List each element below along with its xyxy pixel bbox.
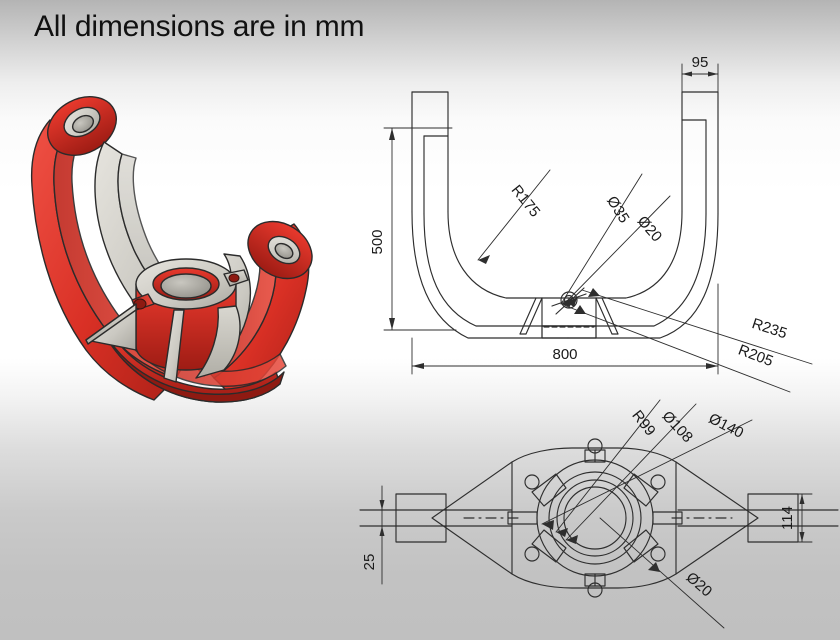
dim-label-dia140: Ø140: [706, 410, 746, 442]
arrow-95-left: [682, 71, 692, 77]
rib-se: [623, 529, 659, 563]
inner-bowl-right: [567, 211, 683, 299]
flange-pin-right: [228, 273, 240, 283]
outer-contour-left: [411, 211, 569, 339]
dim-label-dia35: Ø35: [603, 193, 632, 226]
plan-view-geometry: 25 114 R99: [359, 399, 839, 629]
dim-label-dia20: Ø20: [634, 213, 665, 246]
mid-contour-left: [423, 213, 569, 327]
dimension-500: 500: [369, 127, 457, 331]
dimension-114: 114: [757, 493, 813, 543]
arrow-114-down: [799, 532, 805, 542]
arrow-R205: [574, 305, 586, 314]
rib-left-a: [519, 297, 537, 335]
page-title: All dimensions are in mm: [34, 10, 365, 43]
rib-sw: [531, 529, 567, 563]
leader-dia140: [541, 419, 753, 525]
arrow-dia140: [542, 520, 554, 530]
bolt-hole-group: [524, 438, 666, 598]
vertical-rib: [163, 309, 185, 383]
radial-ribs: [507, 473, 683, 563]
arrow-500-down: [389, 318, 395, 330]
rib-w: [507, 511, 538, 525]
dim-label-95: 95: [692, 54, 709, 71]
arrow-R99: [556, 528, 568, 537]
leader-dia20: [565, 195, 671, 303]
render-geometry: [30, 96, 313, 403]
dimension-R175: R175: [477, 169, 551, 264]
dimension-dia20-plan: Ø20: [599, 517, 725, 629]
rib-ne: [623, 473, 659, 507]
front-elevation-view: 500 800 95: [360, 52, 840, 393]
leader-dia35: [560, 173, 643, 305]
base-plate-edge: [103, 331, 285, 403]
right-arm-outline: [681, 91, 719, 215]
plan-body-outline: [431, 447, 759, 589]
left-end-pad: [395, 493, 447, 543]
dimension-R99: R99: [555, 399, 661, 537]
arrow-R235: [588, 288, 600, 297]
rib-nw: [531, 473, 567, 507]
leader-dia108: [565, 403, 697, 541]
plan-view: 25 114 R99: [359, 399, 840, 640]
bolt-hole-sw: [524, 546, 540, 562]
bolt-hole-nw: [524, 474, 540, 490]
central-boss-bore: [160, 273, 212, 299]
arrow-dia108: [566, 535, 578, 544]
dimension-25: 25: [361, 485, 427, 585]
leader-R99: [555, 399, 661, 533]
dimension-dia35: Ø35: [560, 173, 643, 307]
gusset-rib-left-edge: [85, 303, 137, 345]
arrow-500-up: [389, 128, 395, 140]
dimension-800: 800: [411, 283, 719, 375]
arrow-dia20: [566, 298, 577, 307]
arrow-800-right: [706, 363, 718, 369]
arrow-R175: [478, 255, 490, 264]
leader-R235: [581, 289, 813, 365]
front-view-geometry: 500 800 95: [369, 54, 813, 393]
arrow-dia20-plan: [648, 562, 660, 572]
dim-label-800: 800: [552, 346, 577, 363]
dim-label-dia108: Ø108: [659, 408, 696, 446]
leader-R205: [565, 305, 791, 393]
right-web: [195, 305, 241, 379]
bolt-hole-n: [587, 438, 603, 454]
dim-label-R205: R205: [736, 341, 776, 370]
rib-e: [652, 511, 683, 525]
dimension-95: 95: [681, 54, 719, 93]
dim-label-500: 500: [369, 229, 386, 254]
arrow-25-down: [379, 526, 385, 536]
hub-circle-bore-outer: [556, 479, 634, 557]
arrow-800-left: [412, 363, 424, 369]
bolt-hole-ne: [650, 474, 666, 490]
dim-label-R235: R235: [750, 315, 789, 342]
arrow-25-up: [379, 500, 385, 510]
bolt-hole-se: [650, 546, 666, 562]
arrow-114-up: [799, 494, 805, 504]
leader-R175: [477, 169, 551, 261]
bolt-hole-s: [587, 582, 603, 598]
dim-label-R175: R175: [508, 182, 544, 221]
right-lug-bore: [274, 242, 294, 260]
flange-pin-left: [133, 298, 147, 310]
rib-right-b: [595, 297, 613, 335]
rib-left-b: [525, 297, 543, 335]
hub-circle-bore-inner: [563, 486, 627, 550]
mid-contour-right: [567, 213, 707, 327]
arrow-95-right: [708, 71, 718, 77]
hub-circle-dia108: [548, 471, 642, 565]
cad-render-3d: [8, 78, 328, 408]
left-lug-bore: [71, 114, 95, 134]
outer-contour-right: [567, 213, 719, 339]
rib-right-a: [601, 297, 619, 335]
left-arm-top: [411, 91, 449, 213]
hub-base-block: [541, 325, 597, 339]
dim-label-114: 114: [779, 506, 796, 530]
leader-dia20-plan: [599, 517, 725, 629]
inner-bowl-left: [447, 211, 569, 299]
arrow-dia35: [561, 298, 572, 307]
dim-label-25: 25: [361, 554, 378, 571]
